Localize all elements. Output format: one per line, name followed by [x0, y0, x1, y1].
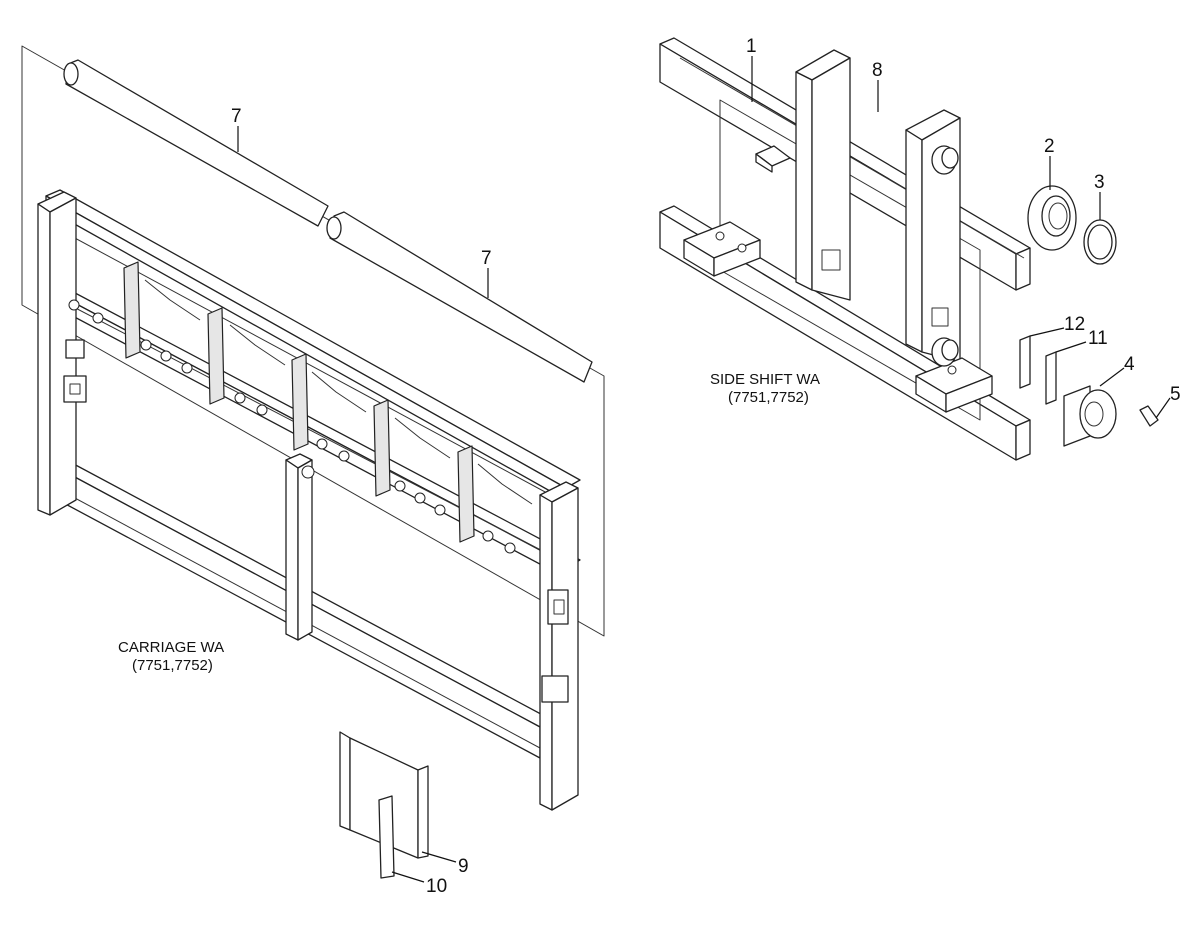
- callout-4: 4: [1124, 354, 1135, 375]
- side-shift-caption-line2: (7751,7752): [728, 389, 809, 406]
- bearing: [1027, 185, 1077, 251]
- carriage-caption-line2: (7751,7752): [132, 657, 213, 674]
- shims: [1019, 335, 1057, 405]
- carriage-holes: [68, 299, 516, 554]
- roller-assembly: [1063, 385, 1159, 447]
- callout-1: 1: [746, 36, 757, 57]
- callout-9: 9: [458, 856, 469, 877]
- callout-7a: 7: [231, 106, 242, 127]
- callout-11: 11: [1088, 328, 1108, 349]
- carriage-gussets: [123, 261, 533, 543]
- callout-7b: 7: [481, 248, 492, 269]
- side-shift-assembly: [659, 37, 1031, 461]
- callouts: 7 7 1 8 2 3 12 11 4 5 9 10: [231, 36, 1181, 897]
- carriage-assembly: [21, 45, 605, 811]
- rod-upper: [65, 59, 329, 227]
- callout-5: 5: [1170, 384, 1181, 405]
- carriage-caption-line1: CARRIAGE WA: [118, 639, 224, 656]
- callout-8: 8: [872, 60, 883, 81]
- rod-lower: [329, 211, 593, 383]
- snap-ring: [1083, 219, 1117, 265]
- guide-plates: [339, 731, 429, 879]
- callout-3: 3: [1094, 172, 1105, 193]
- callout-12: 12: [1064, 314, 1085, 335]
- rods: [63, 59, 593, 383]
- captions: SIDE SHIFT WA (7751,7752) CARRIAGE WA (7…: [118, 371, 820, 674]
- callout-2: 2: [1044, 136, 1055, 157]
- side-shift-caption-line1: SIDE SHIFT WA: [710, 371, 820, 388]
- callout-10: 10: [426, 876, 447, 897]
- leader-lines: [237, 56, 1171, 883]
